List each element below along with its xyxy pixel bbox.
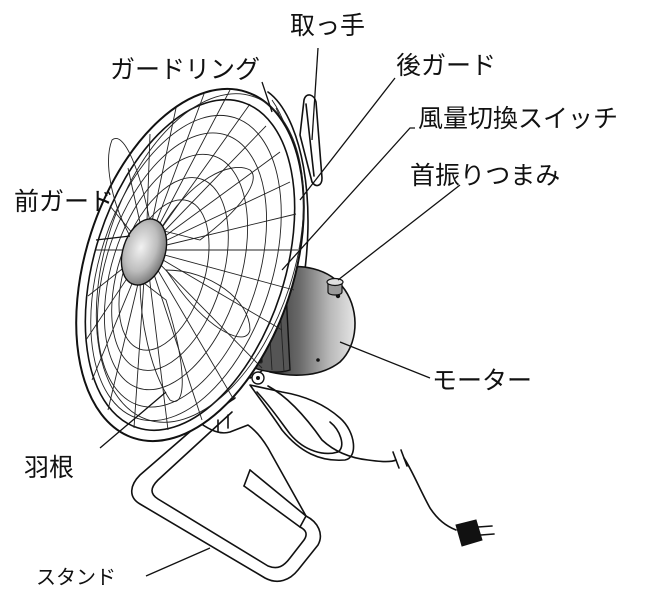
leader-front-guard <box>95 235 131 241</box>
leader-oscillation-knob <box>337 184 461 281</box>
leader-handle <box>311 47 319 141</box>
leader-stand <box>145 547 211 577</box>
label-handle: 取っ手 <box>290 11 365 40</box>
front-guard <box>75 87 305 443</box>
leader-motor <box>339 341 431 379</box>
label-rear-guard: 後ガード <box>396 51 496 80</box>
power-cord <box>267 385 495 547</box>
label-guard-ring: ガードリング <box>110 55 260 84</box>
label-stand: スタンド <box>36 565 116 589</box>
handle <box>299 94 323 187</box>
leader-lines <box>95 47 461 577</box>
leader-speed-switch <box>281 127 415 271</box>
label-front-guard: 前ガード <box>14 187 114 216</box>
leader-rear-guard <box>299 77 396 201</box>
leader-guard-ring <box>261 81 273 113</box>
leader-blades <box>99 391 167 449</box>
fan-blades <box>108 138 254 402</box>
label-oscillation-knob: 首振りつまみ <box>410 161 560 190</box>
label-motor: モーター <box>432 366 532 395</box>
oscillation-knob <box>326 277 344 296</box>
stand-bolt <box>251 371 265 385</box>
label-blades: 羽根 <box>24 453 74 482</box>
label-speed-switch: 風量切換スイッチ <box>418 104 618 133</box>
labels: 取っ手 ガードリング 後ガード 風量切換スイッチ 首振りつまみ 前ガード モータ… <box>14 11 618 589</box>
